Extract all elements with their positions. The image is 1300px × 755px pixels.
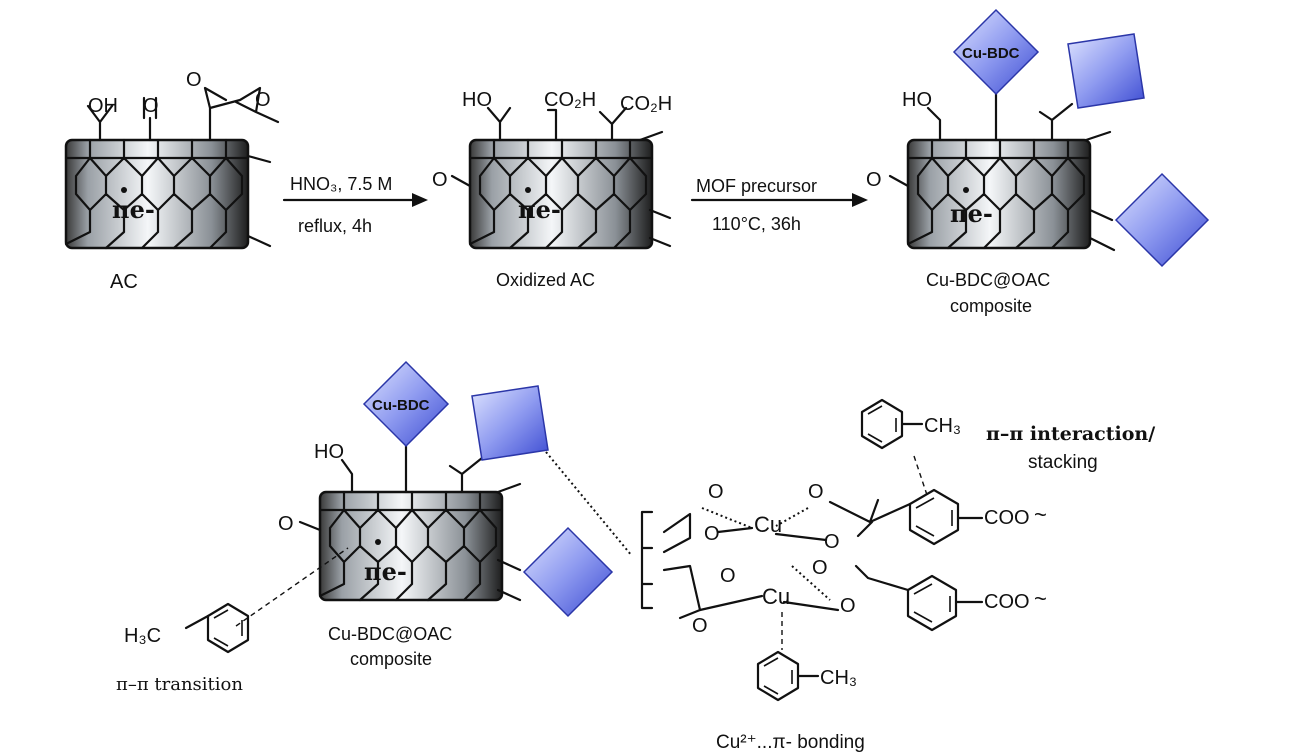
step2-reagent: MOF precursor (696, 176, 817, 196)
pi-pi-stacking-label-2: stacking (1028, 452, 1098, 473)
cu-paddlewheel: Cu Cu O O O O O O O O (640, 481, 912, 650)
pi-electron-label: πe- (112, 195, 155, 224)
carbonyl-o-label: O (278, 513, 294, 535)
mof-tag: Cu-BDC (962, 45, 1020, 62)
mof-crystal (471, 385, 549, 461)
coo-label: COO (984, 591, 1030, 613)
squiggle: ~ (1034, 586, 1047, 611)
carbonyl-o-label: O (866, 169, 882, 191)
oh-label: OH (88, 95, 118, 117)
o-label: O (808, 481, 824, 503)
composite-label-line1: Cu-BDC@OAC (328, 624, 452, 644)
o-label: O (720, 565, 736, 587)
ho-label: HO (902, 89, 932, 111)
o-label: O (840, 595, 856, 617)
ketone-o-label: O (143, 95, 159, 117)
lactone-o1-label: O (186, 69, 202, 91)
ac-label: AC (110, 271, 138, 293)
step1-reagent: HNO₃, 7.5 M (290, 174, 392, 194)
lactone-o2-label: O (255, 89, 271, 111)
composite-label-line2: composite (350, 649, 432, 669)
mof-crystal (522, 526, 614, 618)
ho-label: HO (462, 89, 492, 111)
ch3-label: CH₃ (820, 667, 857, 689)
pi-electron-label: πe- (950, 199, 993, 228)
mof-crystal (1114, 172, 1210, 268)
step1-condition: reflux, 4h (298, 216, 372, 236)
ho-label: HO (314, 441, 344, 463)
ac-structure: πe- OH O O O (64, 69, 280, 250)
composite-label-line1: Cu-BDC@OAC (926, 270, 1050, 290)
reaction-arrow-2 (690, 193, 868, 207)
mof-tag: Cu-BDC (372, 397, 430, 414)
toluene-stacking: CH₃ (860, 398, 961, 450)
squiggle: ~ (1034, 502, 1047, 527)
co2h-label-2: CO₂H (620, 93, 672, 115)
pi-pi-stacking-label-1: π–π interaction/ (986, 423, 1155, 445)
h3c-label: H₃C (124, 625, 161, 647)
pi-pi-transition-label: π–π transition (116, 674, 243, 695)
toluene-left: H₃C (124, 547, 349, 654)
mof-crystal (1067, 33, 1145, 109)
oxidized-ac-structure: πe- HO CO₂H CO₂H O (432, 89, 672, 250)
o-label: O (708, 481, 724, 503)
cu-pi-bonding-label: Cu²⁺...π- bonding (716, 732, 865, 753)
composite-structure-top: πe- HO O Cu-BDC (866, 8, 1210, 268)
mof-crystal: Cu-BDC (362, 360, 450, 448)
reaction-arrow-1 (282, 193, 428, 207)
bdc-ring-upper: COO ~ (908, 455, 1047, 546)
coo-label: COO (984, 507, 1030, 529)
toluene-cu-bonding: CH₃ (756, 650, 857, 702)
pi-electron-label: πe- (518, 195, 561, 224)
composite-label-line2: composite (950, 296, 1032, 316)
composite-structure-bottom: πe- HO O Cu-BDC (278, 360, 614, 618)
o-label: O (704, 523, 720, 545)
o-label: O (824, 531, 840, 553)
co2h-label-1: CO₂H (544, 89, 596, 111)
bdc-ring-lower: COO ~ (906, 574, 1047, 632)
pi-electron-label: πe- (364, 557, 407, 586)
carbonyl-o-label: O (432, 169, 448, 191)
o-label: O (692, 615, 708, 637)
ch3-label: CH₃ (924, 415, 961, 437)
o-label: O (812, 557, 828, 579)
oxidized-ac-label: Oxidized AC (496, 270, 595, 290)
cu-label-2: Cu (762, 584, 790, 609)
mof-crystal: Cu-BDC (952, 8, 1040, 96)
cu-label-1: Cu (754, 512, 782, 537)
step2-condition: 110°C, 36h (712, 214, 801, 234)
